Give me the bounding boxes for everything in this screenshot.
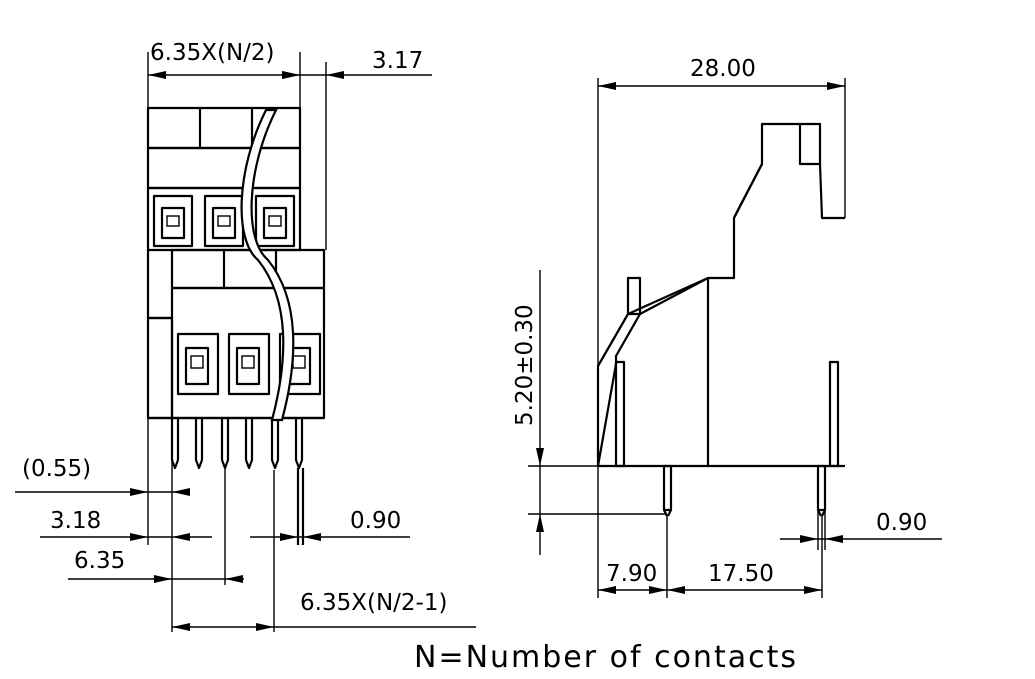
dim-pin-length: 5.20±0.30 [512,304,538,426]
front-dimensions: 6.35X(N/2) 3.17 (0.55) 3.18 6.35 0.90 [15,40,476,632]
dim-pitch-span-top: 6.35X(N/2) [150,40,275,66]
front-pins [170,418,305,545]
lower-clamp-2 [227,332,271,396]
lower-clamp-1 [176,332,220,396]
side-dimensions: 28.00 5.20±0.30 0.90 7.90 17.50 [512,56,942,598]
dim-offset-055: (0.55) [22,456,91,482]
break-line-symbol [240,108,295,422]
side-view [596,122,845,517]
upper-clamp-1 [152,194,194,248]
dim-pin-width-right: 0.90 [876,510,927,536]
dim-overall-width: 28.00 [690,56,756,82]
contacts-note: N=Number of contacts [414,640,798,675]
dim-pin-pos-front: 7.90 [606,561,657,587]
dim-pin-spacing: 17.50 [708,561,774,587]
upper-clamp-3 [254,194,296,248]
dim-pitch-635: 6.35 [74,548,125,574]
dim-offset-318: 3.18 [50,508,101,534]
side-pins [662,464,827,517]
upper-clamp-2 [203,194,245,248]
front-view [146,106,326,545]
dim-pitch-span-bottom: 6.35X(N/2-1) [300,590,447,616]
dim-offset-317: 3.17 [372,48,423,74]
dim-pin-width-left: 0.90 [350,508,401,534]
